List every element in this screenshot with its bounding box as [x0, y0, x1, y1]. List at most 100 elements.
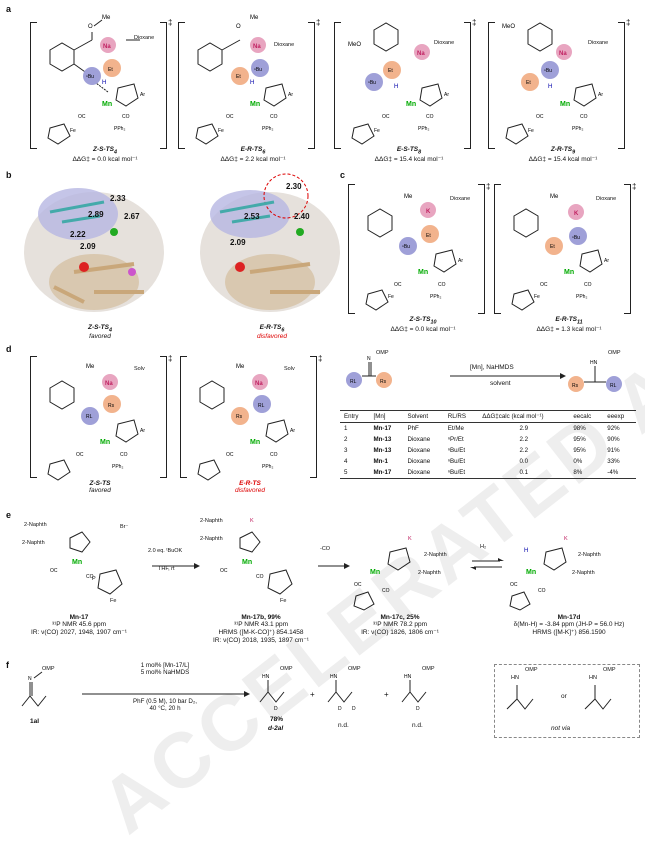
svg-text:Rs: Rs — [380, 379, 387, 385]
substrate-1al: N OMP 1al — [16, 666, 76, 726]
svg-text:H: H — [548, 84, 552, 90]
svg-text:Mn: Mn — [72, 559, 82, 566]
svg-text:OC: OC — [394, 282, 402, 288]
svg-text:Mn: Mn — [406, 101, 416, 108]
ts-drawing: O Me N Na Et ⁿBu H Ar Mn OC CO PPh₂ Fe — [47, 15, 145, 145]
svg-text:H: H — [250, 80, 254, 86]
svg-text:Mn: Mn — [560, 101, 570, 108]
svg-text:Fe: Fe — [388, 294, 394, 300]
svg-text:OC: OC — [226, 452, 234, 458]
caption-mn17c: Mn-17c, 25% ³¹P NMR 78.2 ppm IR: ν(CO) 1… — [361, 614, 439, 636]
conditions-f: 1 mol% [Mn-17/L] 5 mol% NaHMDS — [140, 662, 190, 676]
compound-mn17b: Mn OC CO 2-Naphth 2-Naphth K Fe — [200, 512, 320, 612]
svg-text:OC: OC — [510, 582, 518, 588]
svg-text:O: O — [236, 24, 241, 30]
svg-text:ⁿBu: ⁿBu — [368, 80, 376, 86]
caption-a4: Z-R-TS9 ΔΔG‡ = 15.4 kcal mol⁻¹ — [528, 146, 598, 164]
svg-text:RL: RL — [610, 383, 617, 389]
svg-text:Mn: Mn — [250, 439, 260, 446]
svg-text:Et: Et — [108, 67, 113, 73]
svg-text:CO: CO — [382, 588, 390, 594]
svg-text:OC: OC — [536, 114, 544, 120]
svg-text:PPh₂: PPh₂ — [572, 126, 583, 132]
svg-text:CO: CO — [86, 574, 94, 580]
svg-text:RL: RL — [86, 414, 93, 420]
caption-mn17b: Mn-17b, 99% ³¹P NMR 43.1 ppm HRMS ([M-K-… — [213, 614, 309, 644]
complex-drawing: Mn OC CO — [50, 531, 123, 595]
svg-text:PPh₂: PPh₂ — [112, 464, 123, 470]
caption-d1: Z-S-TS favored — [89, 480, 111, 494]
svg-text:OC: OC — [76, 452, 84, 458]
svg-text:MeO: MeO — [502, 24, 515, 30]
ts-drawing: O Me Na ⁿBu Et H Ar Mn OC CO PPh₂ Fe — [195, 15, 293, 145]
ts-drawing: Me K Et ⁿBu Ar Mn OC CO PPh₂ Fe — [365, 194, 463, 311]
svg-text:RL: RL — [258, 403, 265, 409]
svg-text:Na: Na — [105, 381, 113, 387]
ts-drawing: Me Na RL Rs Ar Mn OC CO PPh₂ — [197, 364, 295, 481]
svg-text:OC: OC — [220, 568, 228, 574]
structure-c1: ‡ Me K Et ⁿBu Ar Mn OC CO PPh₂ Fe Dioxan… — [348, 176, 490, 316]
3d-model-render — [200, 173, 340, 312]
svg-text:ⁿBu: ⁿBu — [402, 244, 410, 250]
svg-text:N: N — [28, 676, 32, 682]
svg-text:MeO: MeO — [348, 42, 361, 48]
svg-text:Fe: Fe — [528, 128, 534, 134]
svg-text:Mn: Mn — [564, 269, 574, 276]
svg-text:CO: CO — [120, 452, 128, 458]
svg-text:Mn: Mn — [250, 101, 260, 108]
svg-text:K: K — [574, 211, 579, 217]
svg-text:CO: CO — [426, 114, 434, 120]
svg-text:ⁿBu: ⁿBu — [572, 235, 580, 241]
svg-text:Me: Me — [250, 15, 259, 21]
svg-text:Na: Na — [103, 44, 111, 50]
svg-text:OC: OC — [540, 282, 548, 288]
model-b2: 2.30 2.53 2.40 2.09 — [190, 172, 350, 322]
complex-drawing: Mn OC CO — [220, 531, 293, 595]
svg-text:HN: HN — [404, 674, 412, 680]
not-via-box: HN OMP HN OMP or not via — [494, 664, 640, 738]
panel-label-e: e — [6, 510, 12, 520]
svg-text:D: D — [274, 706, 278, 712]
svg-text:N: N — [367, 356, 371, 362]
svg-text:Me: Me — [404, 194, 413, 200]
panel-label-a: a — [6, 4, 12, 14]
svg-text:HN: HN — [262, 674, 270, 680]
svg-text:Rs: Rs — [108, 403, 115, 409]
solvent-label: Dioxane — [588, 40, 609, 46]
svg-text:H: H — [524, 548, 528, 554]
svg-text:Fe: Fe — [534, 294, 540, 300]
svg-text:OC: OC — [50, 568, 58, 574]
svg-text:OC: OC — [226, 114, 234, 120]
svg-text:Me: Me — [86, 364, 95, 370]
conditions-f2: PhF (0.5 M), 10 bar D₂, 40 °C, 20 h — [133, 698, 197, 712]
svg-text:Fe: Fe — [374, 128, 380, 134]
svg-text:OC: OC — [382, 114, 390, 120]
caption-mn17: Mn-17 ³¹P NMR 45.6 ppm IR: ν(CO) 2027, 1… — [31, 614, 127, 636]
svg-text:Et: Et — [426, 233, 431, 239]
caption-a1: Z-S-TS4 ΔΔG‡ = 0.0 kcal mol⁻¹ — [72, 146, 138, 164]
svg-text:Mn: Mn — [418, 269, 428, 276]
svg-text:HN: HN — [330, 674, 338, 680]
svg-text:CO: CO — [270, 452, 278, 458]
svg-text:Mn: Mn — [102, 101, 112, 108]
svg-text:Mn: Mn — [100, 439, 110, 446]
caption-a3: E-S-TS8 ΔΔG‡ = 15.4 kcal mol⁻¹ — [374, 146, 444, 164]
svg-text:OC: OC — [354, 582, 362, 588]
panel-label-b: b — [6, 170, 12, 180]
svg-text:D: D — [338, 706, 342, 712]
svg-text:Ar: Ar — [140, 428, 145, 434]
caption-d2: E-R-TS disfavored — [235, 480, 265, 494]
caption-b1: Z-S-TS4 favored — [88, 324, 112, 341]
svg-text:PPh₂: PPh₂ — [418, 126, 429, 132]
svg-text:Me: Me — [236, 364, 245, 370]
solvent-label: Dioxane — [134, 35, 155, 41]
caption-b2: E-R-TS6 disfavored — [257, 324, 287, 341]
structure-a3: ‡ MeO Na Et ⁿBu H Ar Mn OC CO PPh₂ Fe Di… — [334, 10, 476, 150]
reaction-scheme: RL Rs N Rs RL HN — [346, 356, 622, 392]
svg-text:D: D — [352, 706, 356, 712]
